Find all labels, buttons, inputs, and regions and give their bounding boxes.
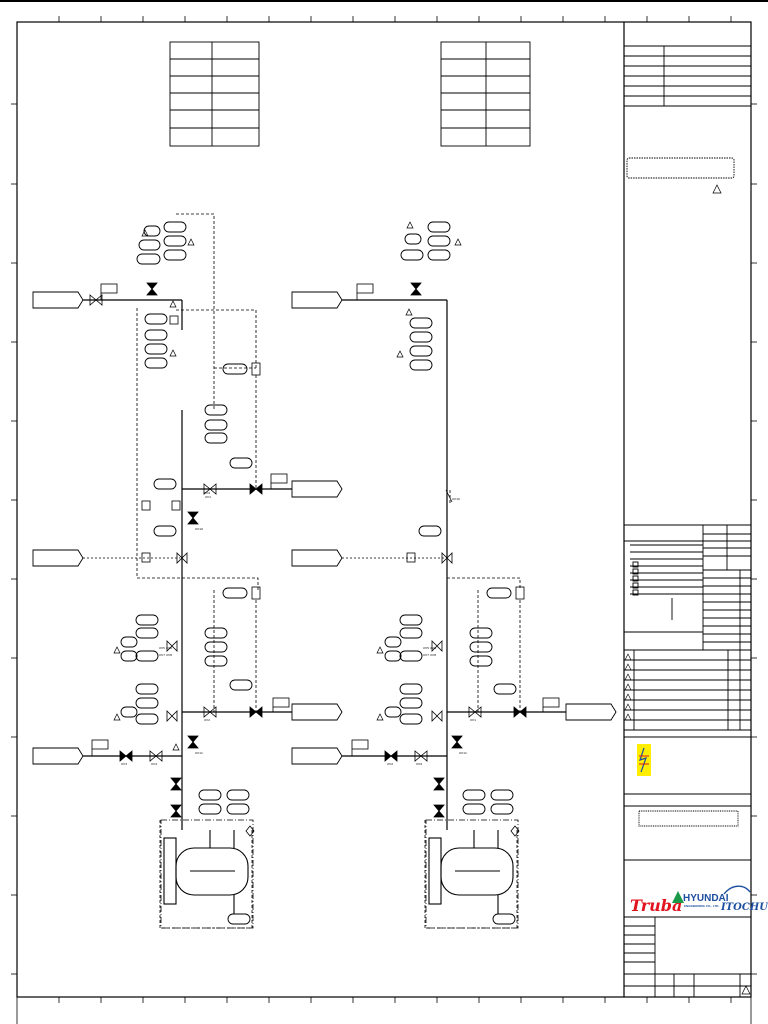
off-page-connector bbox=[32, 549, 84, 567]
off-page-connector bbox=[291, 549, 343, 567]
heat-exchanger-left bbox=[163, 830, 249, 914]
off-page-connector bbox=[291, 480, 343, 498]
data-table-left bbox=[169, 41, 260, 147]
valve-tag: XV1 bbox=[205, 495, 211, 499]
hyundai-logo: HYUNDAI ENGINEERING CO., LTD. bbox=[672, 891, 729, 908]
off-page-connector bbox=[291, 291, 343, 309]
off-page-connector bbox=[32, 291, 84, 309]
hyundai-mark-icon bbox=[672, 891, 684, 903]
valve-tag: XV3 bbox=[121, 762, 127, 766]
itochu-logo: ITOCHU bbox=[720, 885, 768, 913]
off-page-connector bbox=[291, 703, 343, 721]
valve-tag: XV5 XV6 bbox=[159, 646, 172, 650]
valve-tag: XV9 bbox=[416, 762, 422, 766]
valve-tag: XV4 bbox=[151, 762, 157, 766]
utility-logo-icon bbox=[637, 744, 651, 776]
valve-tag: XV11 bbox=[459, 751, 467, 755]
svg-text:HYUNDAI: HYUNDAI bbox=[683, 893, 729, 904]
valve-tag: XV2 bbox=[387, 762, 393, 766]
valve-tag: XV2 bbox=[204, 718, 210, 722]
off-page-connector bbox=[565, 703, 617, 721]
valve-tag: XV5 XV6 bbox=[423, 646, 436, 650]
valve-tag: XV10 bbox=[195, 527, 203, 531]
heat-exchanger-right bbox=[428, 830, 514, 914]
title-block bbox=[623, 22, 751, 997]
svg-text:ENGINEERING CO., LTD.: ENGINEERING CO., LTD. bbox=[684, 904, 719, 908]
valve-tag: XV7 XV8 bbox=[423, 653, 436, 657]
valve-tag: XV7 XV8 bbox=[159, 653, 172, 657]
frame-zone-ticks bbox=[11, 16, 757, 1003]
itochu-arc-icon bbox=[723, 885, 751, 895]
off-page-connector bbox=[291, 747, 343, 765]
valve-tag: XV11 bbox=[195, 751, 203, 755]
process-system-right bbox=[291, 221, 617, 929]
valve-tag: XV10 bbox=[452, 497, 460, 501]
valve-tag: XV1 bbox=[470, 718, 476, 722]
truba-logo: Truba bbox=[630, 896, 682, 915]
off-page-connector bbox=[32, 747, 84, 765]
svg-text:Truba: Truba bbox=[630, 896, 682, 915]
valve-tag: XV9 bbox=[204, 491, 210, 495]
svg-text:ITOCHU: ITOCHU bbox=[720, 902, 768, 913]
process-system-left bbox=[32, 213, 343, 929]
data-table-right bbox=[440, 41, 531, 147]
